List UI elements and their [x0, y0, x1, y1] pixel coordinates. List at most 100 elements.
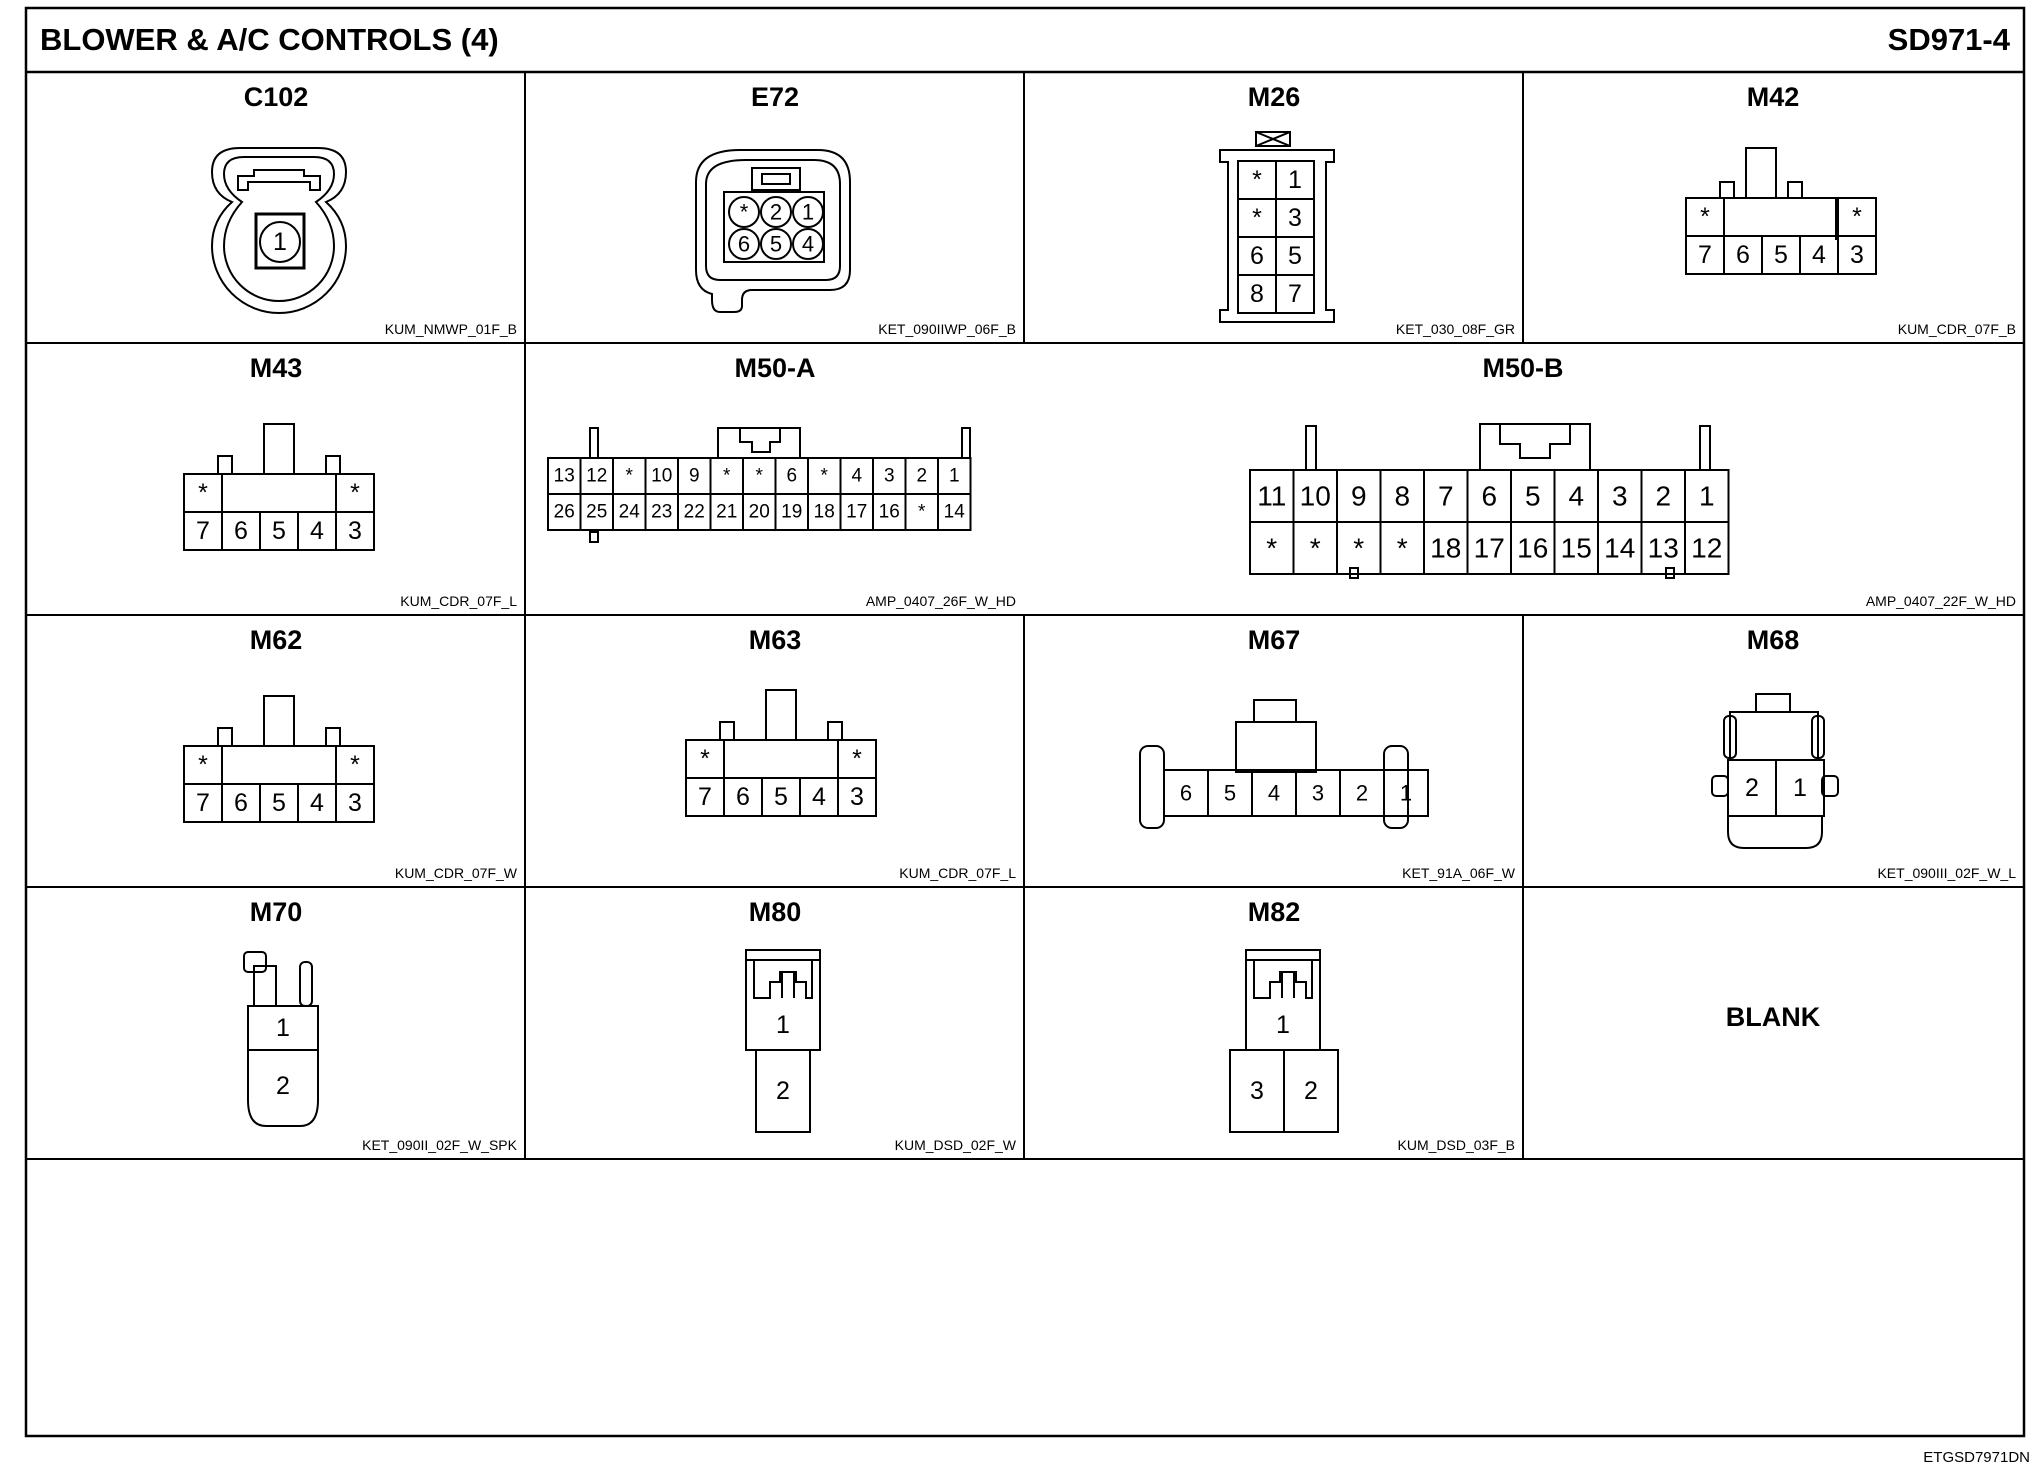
pin-label-m50a-t9: 4 — [851, 466, 862, 487]
connector-title-m26: M26 — [1248, 82, 1301, 112]
pin-label-m62-0: * — [198, 751, 208, 779]
pin-cell-m68-1 — [1775, 759, 1825, 817]
pin-label-m42-0: * — [1700, 203, 1710, 231]
part-code-c102: KUM_NMWP_01F_B — [385, 321, 517, 337]
pin-label-m80-0: 1 — [776, 1011, 790, 1039]
pin-label-m50a-b6: 20 — [749, 502, 770, 523]
pin-label-m63-0: * — [700, 745, 710, 773]
connector-title-c102: C102 — [244, 82, 309, 112]
pin-label-m50a-t6: * — [756, 466, 764, 487]
connector-title-e72: E72 — [751, 82, 799, 112]
pin-band-m63 — [723, 739, 839, 779]
connector-title-m80: M80 — [749, 897, 802, 927]
connector-title-m68: M68 — [1747, 625, 1800, 655]
pin-circle-e72-5 — [792, 228, 824, 260]
pin-label-c102-0: 1 — [273, 228, 287, 256]
pin-label-m50b-t5: 6 — [1481, 481, 1497, 512]
pin-label-m82-2: 2 — [1304, 1077, 1318, 1105]
pin-label-m43-1: * — [350, 479, 360, 507]
pin-label-e72-1: 2 — [770, 200, 782, 225]
pin-label-m50a-t1: 12 — [586, 466, 607, 487]
pin-label-m42-3: 6 — [1736, 241, 1750, 269]
pin-band-m62 — [221, 745, 337, 785]
pin-label-m67-3: 3 — [1312, 781, 1324, 806]
pin-label-m26-1: 1 — [1288, 166, 1302, 194]
blank-cell-label: BLANK — [1726, 1002, 1821, 1032]
pin-label-m50a-b5: 21 — [716, 502, 737, 523]
pin-label-m63-1: * — [852, 745, 862, 773]
pin-label-m67-5: 1 — [1400, 781, 1412, 806]
pin-label-m50a-t2: * — [626, 466, 634, 487]
pin-label-m50a-t5: * — [723, 466, 731, 487]
pin-label-m82-1: 3 — [1250, 1077, 1264, 1105]
pin-label-m26-7: 7 — [1288, 280, 1302, 308]
connector-title-m82: M82 — [1248, 897, 1301, 927]
pin-band-m42 — [1723, 197, 1839, 237]
connector-m63 — [685, 689, 877, 780]
pin-cell-m82-2 — [1283, 1049, 1339, 1133]
pin-label-m50a-b8: 18 — [814, 502, 835, 523]
pin-label-m50a-t7: 6 — [786, 466, 797, 487]
pin-label-m62-6: 3 — [348, 789, 362, 817]
pin-cell-m26-7 — [1275, 274, 1315, 314]
part-code-m26: KET_030_08F_GR — [1396, 321, 1515, 337]
part-code-m50a: AMP_0407_26F_W_HD — [866, 593, 1016, 609]
connector-m43 — [183, 423, 375, 514]
pin-circle-e72-0 — [728, 196, 760, 228]
pin-label-m67-2: 4 — [1268, 781, 1280, 806]
pin-label-m67-4: 2 — [1356, 781, 1368, 806]
pin-label-m63-6: 3 — [850, 783, 864, 811]
pin-cell-m50b-b10 — [1684, 521, 1730, 575]
pin-label-e72-5: 4 — [802, 232, 814, 257]
pin-label-m62-5: 4 — [310, 789, 324, 817]
connector-title-m43: M43 — [250, 353, 303, 383]
pin-label-m50a-b1: 25 — [586, 502, 607, 523]
pin-label-m50b-t8: 3 — [1612, 481, 1628, 512]
pin-label-m50a-b7: 19 — [781, 502, 802, 523]
pin-label-m50b-t4: 7 — [1438, 481, 1454, 512]
pin-label-m50a-b11: * — [918, 502, 926, 523]
pin-label-m62-4: 5 — [272, 789, 286, 817]
pin-label-m67-1: 5 — [1224, 781, 1236, 806]
pin-band-m43 — [221, 473, 337, 513]
cell-titles: C102 E72 M26 M42 M43 M50-A M50-B M62 M63… — [244, 82, 1821, 1032]
pin-label-m50a-t3: 10 — [651, 466, 672, 487]
pin-cell-m63-6 — [837, 777, 877, 817]
pin-label-m50b-b10: 12 — [1691, 533, 1722, 564]
part-code-m68: KET_090III_02F_W_L — [1877, 865, 2016, 881]
pin-label-m50b-b6: 16 — [1517, 533, 1548, 564]
pin-label-m50b-b5: 17 — [1474, 533, 1505, 564]
pin-label-m70-0: 1 — [276, 1014, 290, 1042]
pin-label-m50a-b10: 16 — [879, 502, 900, 523]
page-code: SD971-4 — [1888, 22, 2011, 57]
pin-label-m42-1: * — [1852, 203, 1862, 231]
pin-label-m50a-b3: 23 — [651, 502, 672, 523]
part-codes: KUM_NMWP_01F_B KET_090IIWP_06F_B KET_030… — [362, 321, 2016, 1153]
pin-label-m63-5: 4 — [812, 783, 826, 811]
pin-label-m50b-t9: 2 — [1655, 481, 1671, 512]
pin-circle-e72-2 — [792, 196, 824, 228]
pin-cell-m67-5 — [1383, 769, 1429, 817]
pin-label-m43-4: 5 — [272, 517, 286, 545]
pin-label-m50b-b2: * — [1353, 533, 1364, 564]
pin-label-m50b-t1: 10 — [1300, 481, 1331, 512]
part-code-m67: KET_91A_06F_W — [1402, 865, 1516, 881]
pin-label-m26-5: 5 — [1288, 242, 1302, 270]
pin-label-m42-2: 7 — [1698, 241, 1712, 269]
pin-label-m50a-t8: * — [821, 466, 829, 487]
pin-label-m50b-b7: 15 — [1561, 533, 1592, 564]
pin-label-m50b-t2: 9 — [1351, 481, 1367, 512]
pin-circle-e72-4 — [760, 228, 792, 260]
connector-m26 — [1219, 131, 1335, 323]
part-code-m50b: AMP_0407_22F_W_HD — [1866, 593, 2016, 609]
pin-label-m50b-b1: * — [1310, 533, 1321, 564]
pin-circle-e72-1 — [760, 196, 792, 228]
connector-title-m50a: M50-A — [734, 353, 815, 383]
connector-m70 — [243, 951, 319, 1127]
pin-label-m26-2: * — [1252, 204, 1262, 232]
connector-title-m67: M67 — [1248, 625, 1301, 655]
pin-label-m50b-t3: 8 — [1394, 481, 1410, 512]
pin-cell-m62-6 — [335, 783, 375, 823]
connector-title-m63: M63 — [749, 625, 802, 655]
